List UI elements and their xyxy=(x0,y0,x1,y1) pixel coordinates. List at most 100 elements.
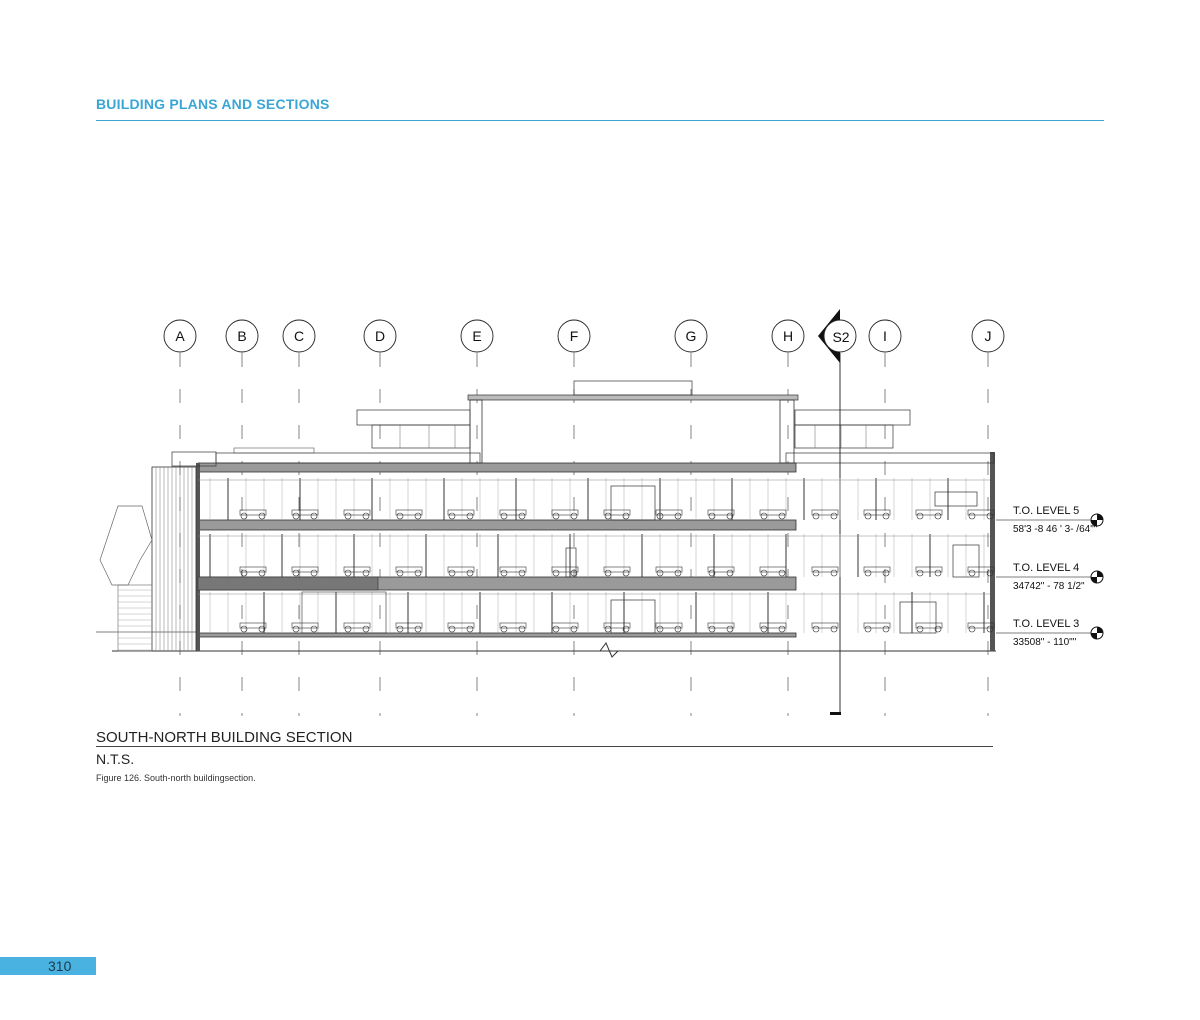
roof-terrace-north xyxy=(785,452,995,464)
level-5-chair xyxy=(518,512,526,520)
lounge-volume-level-5 xyxy=(610,485,656,521)
level-markers: T.O. LEVEL 558'3 -8 46 ' 3- /64""T.O. LE… xyxy=(996,505,1104,648)
level-5-chair xyxy=(466,512,474,520)
meeting-pod-level-3 xyxy=(899,601,937,634)
level-4-desk xyxy=(291,566,319,573)
level-4-chair xyxy=(570,569,578,577)
level-4-desk xyxy=(395,566,423,573)
level-3-chair xyxy=(310,625,318,633)
header-rule xyxy=(96,120,1104,121)
level-3-chair xyxy=(916,625,924,633)
level-4-chair xyxy=(604,569,612,577)
level-3-chair xyxy=(656,625,664,633)
level-3-chair xyxy=(778,625,786,633)
grid-label-i: I xyxy=(883,328,887,344)
level-4-chair xyxy=(414,569,422,577)
level-4-desk xyxy=(499,566,527,573)
level-5-desk xyxy=(499,509,527,516)
transfer-beam xyxy=(197,576,379,591)
level-5-desk xyxy=(655,509,683,516)
grid-bubble-b xyxy=(225,319,259,353)
level-4-chair xyxy=(500,569,508,577)
level-5-chair xyxy=(570,512,578,520)
level-3-desk xyxy=(291,622,319,629)
level-4-chair xyxy=(778,569,786,577)
grid-bubble-i xyxy=(868,319,902,353)
level-4-chair xyxy=(310,569,318,577)
level-5-slab xyxy=(197,519,797,531)
level-4-desk xyxy=(655,566,683,573)
roof-terrace-south xyxy=(215,452,481,464)
level-4-chair xyxy=(968,569,976,577)
level-5-chair xyxy=(986,512,994,520)
level-3-chair xyxy=(864,625,872,633)
level-3-chair xyxy=(258,625,266,633)
level-3-chair xyxy=(622,625,630,633)
level-3-chair xyxy=(518,625,526,633)
grid-label-f: F xyxy=(570,328,579,344)
south-wall xyxy=(196,463,200,651)
level-5-desk xyxy=(551,509,579,516)
level-3-chair xyxy=(552,625,560,633)
page-number: 310 xyxy=(48,958,72,974)
level-5-chair xyxy=(552,512,560,520)
entrance-canopy xyxy=(99,505,153,586)
grid-label-d: D xyxy=(375,328,385,344)
level-4-chair xyxy=(726,569,734,577)
grid-label-g: G xyxy=(686,328,697,344)
level-3-chair xyxy=(708,625,716,633)
level-5-desk xyxy=(291,509,319,516)
level-5-desk xyxy=(759,509,787,516)
level-5-datum-quadrant xyxy=(1091,520,1097,526)
level-4-desk xyxy=(447,566,475,573)
level-4-chair xyxy=(760,569,768,577)
level-4-chair xyxy=(934,569,942,577)
level-4-chair xyxy=(916,569,924,577)
level-5-chair xyxy=(726,512,734,520)
level-5-desk xyxy=(811,509,839,516)
drawing-scale: N.T.S. xyxy=(96,751,135,767)
level-3-chair xyxy=(882,625,890,633)
level-3-chair xyxy=(968,625,976,633)
level-3-desk xyxy=(395,622,423,629)
level-3-chair xyxy=(362,625,370,633)
core-wall-north xyxy=(779,399,795,464)
level-4-chair xyxy=(864,569,872,577)
section-cut-end-mark xyxy=(830,712,841,715)
level-5-chair xyxy=(778,512,786,520)
rooftop-unit xyxy=(573,380,693,396)
level-3-desk xyxy=(811,622,839,629)
level-5-desk xyxy=(863,509,891,516)
level-4-chair xyxy=(466,569,474,577)
grid-label-j: J xyxy=(985,328,992,344)
upper-roof-cap xyxy=(467,394,799,401)
drawing-title-rule xyxy=(96,746,993,747)
level-3-chair xyxy=(934,625,942,633)
level-4-desk xyxy=(603,566,631,573)
grid-bubble-f xyxy=(557,319,591,353)
level-5-chair xyxy=(864,512,872,520)
level-3-desk xyxy=(447,622,475,629)
level-3-chair xyxy=(726,625,734,633)
level-3-chair xyxy=(986,625,994,633)
level-4-desk xyxy=(811,566,839,573)
level-4-chair xyxy=(674,569,682,577)
level-5-chair xyxy=(760,512,768,520)
level-3-chair xyxy=(812,625,820,633)
drawing-title: SOUTH-NORTH BUILDING SECTION xyxy=(96,729,353,746)
level-5-chair xyxy=(396,512,404,520)
level-5-chair xyxy=(500,512,508,520)
figure-caption: Figure 126. South-north buildingsection. xyxy=(96,773,256,783)
level-5-chair xyxy=(344,512,352,520)
lounge-volume-level-3 xyxy=(610,599,656,634)
level-4-elevation: 34742" - 78 1/2" xyxy=(1013,581,1085,592)
level-5-chair xyxy=(240,512,248,520)
facade-fins xyxy=(151,466,197,652)
level-5-desk xyxy=(239,509,267,516)
level-4-chair xyxy=(656,569,664,577)
level-3-desk xyxy=(759,622,787,629)
level-5-chair xyxy=(292,512,300,520)
kitchen-millwork xyxy=(301,591,387,634)
level-3-chair xyxy=(414,625,422,633)
